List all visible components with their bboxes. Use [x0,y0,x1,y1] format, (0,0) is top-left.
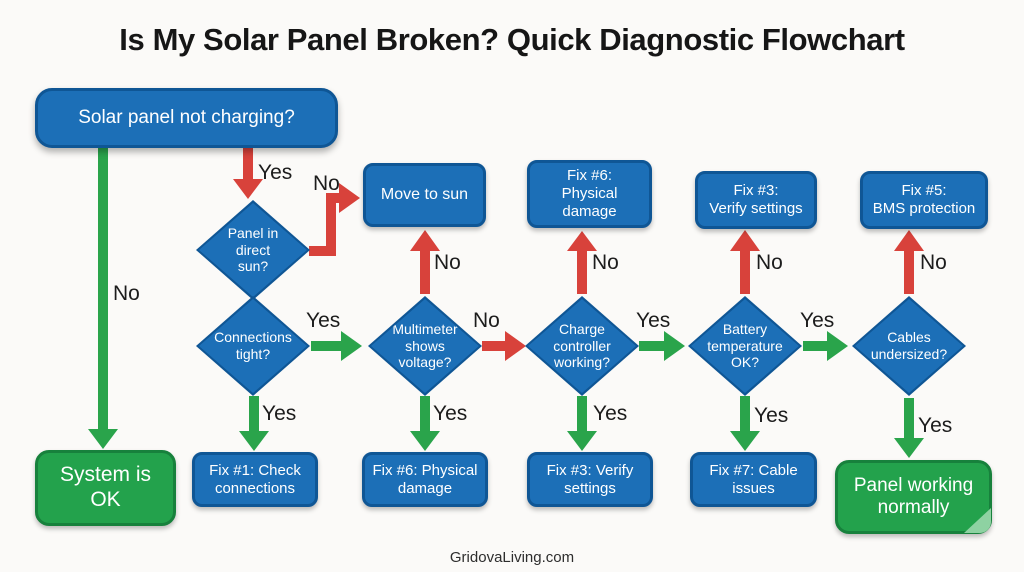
edge-label-controller-no-up: No [592,251,619,274]
node-panel-working-label: Panel working normally [853,474,974,518]
node-fix3-bottom: Fix #3: Verify settings [527,452,653,507]
node-multimeter-shows-voltage: Multimeter shows voltage? [368,296,482,396]
panel-in-direct-sun-fill: Panel in direct sun? [199,203,307,297]
node-panel-working: Panel working normally [835,460,992,534]
connections-tight-fill: Connections tight? [199,299,307,393]
arrow-connections-to-multimeter [311,331,362,361]
battery-temperature-ok-fill: Battery temperature OK? [691,299,799,393]
node-panel-in-direct-sun-label: Panel in direct sun? [227,225,279,275]
node-charge-controller-working-label: Charge controller working? [553,321,611,371]
node-cables-undersized-label: Cables undersized? [870,329,948,362]
charge-controller-working-fill: Charge controller working? [528,299,636,393]
edge-label-controller-yes-down: Yes [593,402,628,425]
edge-label-battery-no-up: No [756,251,783,274]
edge-label-multimeter-no-right: No [473,309,500,332]
node-start: Solar panel not charging? [35,88,338,148]
page-title: Is My Solar Panel Broken? Quick Diagnost… [119,22,905,57]
node-fix7-bottom: Fix #7: Cable issues [690,452,817,507]
arrow-battery-to-cables [803,331,848,361]
node-fix5-top-label: Fix #5: BMS protection [872,182,976,217]
edge-label-connections-yes-down: Yes [262,402,297,425]
node-fix1-bottom: Fix #1: Check connections [192,452,318,507]
node-fix3-top-label: Fix #3: Verify settings [709,182,803,217]
node-fix5-top: Fix #5: BMS protection [860,171,988,229]
node-charge-controller-working: Charge controller working? [525,296,639,396]
edge-label-connections-yes-right: Yes [306,309,341,332]
node-fix3-bottom-label: Fix #3: Verify settings [546,461,634,497]
edge-label-start-no: No [113,282,140,305]
edge-label-start-yes: Yes [258,161,293,184]
node-fix3-top: Fix #3: Verify settings [695,171,817,229]
edge-label-cables-no-up: No [920,251,947,274]
node-panel-in-direct-sun: Panel in direct sun? [196,200,310,300]
cables-undersized-fill: Cables undersized? [855,299,963,393]
node-cables-undersized: Cables undersized? [852,296,966,396]
node-move-to-sun: Move to sun [363,163,486,227]
node-battery-temperature-ok: Battery temperature OK? [688,296,802,396]
edge-label-controller-yes-right: Yes [636,309,671,332]
multimeter-shows-voltage-fill: Multimeter shows voltage? [371,299,479,393]
node-fix7-bottom-label: Fix #7: Cable issues [709,461,798,497]
node-multimeter-shows-voltage-label: Multimeter shows voltage? [392,321,458,371]
edge-label-sun-no: No [313,172,340,195]
edge-label-battery-yes-right: Yes [800,309,835,332]
node-fix6-bottom: Fix #6: Physical damage [362,452,488,507]
edge-label-battery-yes-down: Yes [754,404,789,427]
arrow-multimeter-to-controller [482,331,526,361]
node-start-label: Solar panel not charging? [78,106,295,128]
footer-watermark: GridovaLiving.com [449,549,575,566]
node-system-ok: System is OK [35,450,176,526]
arrow-controller-to-battery [639,331,685,361]
node-move-to-sun-label: Move to sun [380,185,469,203]
node-fix1-bottom-label: Fix #1: Check connections [209,461,301,497]
node-fix6-bottom-label: Fix #6: Physical damage [372,461,478,497]
edge-label-multimeter-no-up: No [434,251,461,274]
node-system-ok-label: System is OK [59,463,151,511]
edge-label-multimeter-yes-down: Yes [433,402,468,425]
node-fix6-top-label: Fix #6: Physical damage [561,167,618,220]
node-connections-tight: Connections tight? [196,296,310,396]
node-connections-tight-label: Connections tight? [214,329,292,362]
edge-label-cables-yes-down: Yes [918,414,953,437]
node-fix6-top: Fix #6: Physical damage [527,160,652,228]
node-battery-temperature-ok-label: Battery temperature OK? [707,321,783,371]
